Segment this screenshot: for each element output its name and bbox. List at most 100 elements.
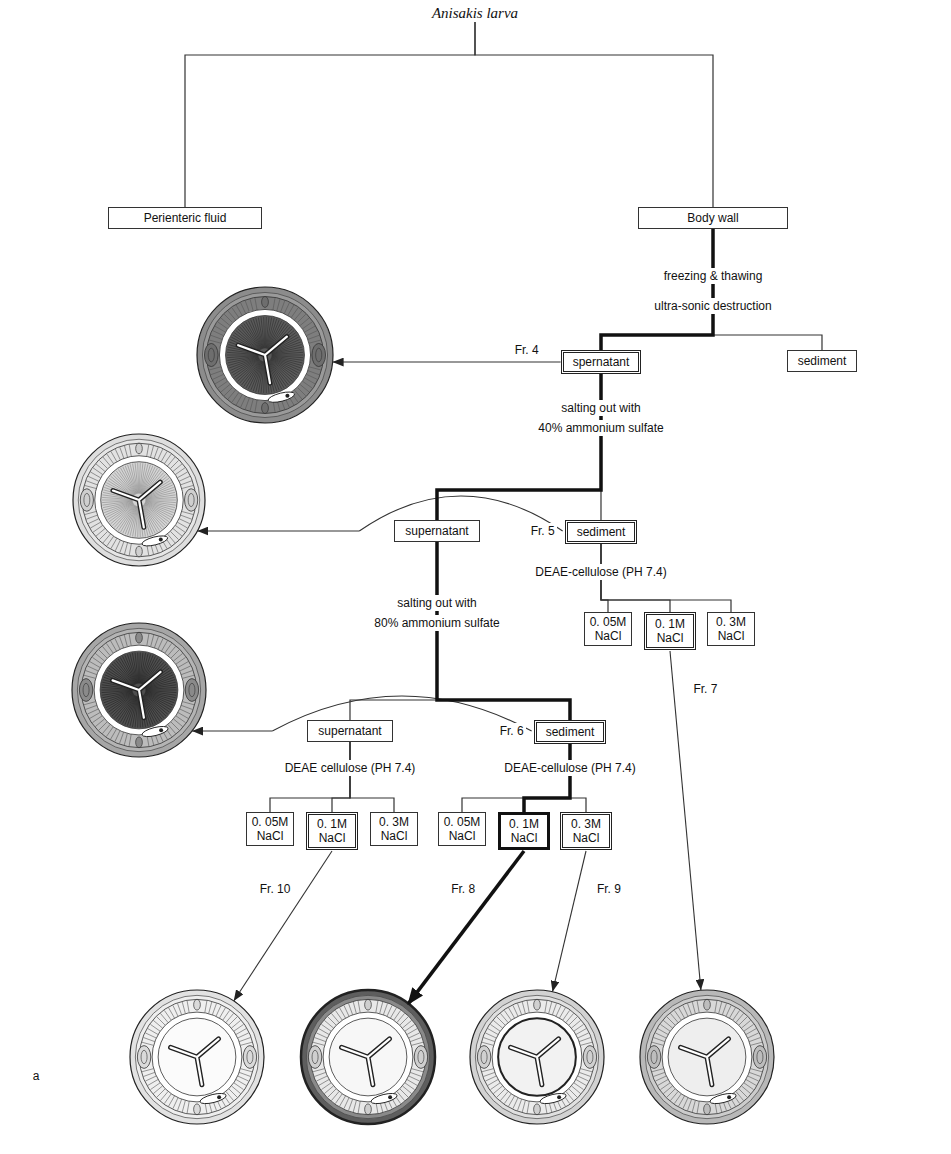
median-cord: [262, 297, 269, 308]
node-text: supernatant: [405, 524, 468, 538]
muscle-cell: [559, 1008, 565, 1018]
fraction-box: 0. 05M NaCl: [246, 812, 294, 846]
muscle-cell: [234, 1024, 244, 1031]
lateral-cord: [312, 343, 326, 366]
esophagus-striation: [121, 468, 136, 494]
node-text: Anisakis larva: [432, 4, 518, 22]
node-text: sediment: [798, 354, 847, 368]
larva-cross-section: [640, 990, 774, 1124]
muscle-cell: [148, 1079, 158, 1085]
muscle-cell: [509, 1096, 515, 1106]
esophagus-striation: [271, 359, 298, 376]
muscle-cell: [147, 634, 149, 646]
bold-fraction-arrow: [408, 851, 524, 1004]
muscle-cell: [483, 1038, 494, 1042]
muscle-cell: [660, 1024, 670, 1031]
muscle-cell: [232, 392, 239, 402]
connector-line: [332, 742, 350, 812]
muscle-layer: [649, 999, 764, 1114]
larva-cross-section: [197, 287, 333, 423]
esophagus-striation: [138, 463, 139, 493]
muscle-cell: [319, 1079, 329, 1085]
muscle-cell: [164, 1094, 171, 1104]
fraction-label: Fr. 10: [258, 881, 293, 897]
muscle-cell: [182, 1002, 185, 1014]
muscle-cell: [736, 1091, 744, 1100]
esophagus-striation: [146, 687, 177, 689]
muscle-cell: [158, 638, 163, 649]
muscle-cell: [349, 1099, 353, 1110]
muscle-cell: [527, 1001, 529, 1013]
muscle-cell: [653, 1072, 664, 1076]
esophageal-lumen: [342, 1039, 390, 1085]
muscle-cell: [744, 1024, 754, 1031]
muscle-cell: [111, 729, 117, 739]
cuticle-inner-layer: [202, 292, 327, 417]
muscle-cell: [353, 1002, 356, 1014]
fraction-box: 0. 1M NaCl: [306, 812, 358, 850]
esophagus-striation: [104, 692, 133, 703]
muscle-cell: [179, 476, 190, 481]
esophagus-striation: [246, 322, 262, 349]
muscle-cell: [90, 472, 100, 478]
lateral-cord: [414, 1046, 427, 1069]
muscle-cell: [213, 331, 224, 336]
cuticle: [197, 287, 333, 423]
muscle-cell: [750, 1042, 762, 1045]
muscle-cell: [215, 326, 226, 332]
esophageal-lumen-wall: [511, 1039, 559, 1085]
muscle-cell: [232, 308, 239, 318]
muscle-cell: [652, 1069, 664, 1072]
lateral-cord-lobe: [188, 493, 194, 506]
muscle-cell: [490, 1024, 500, 1031]
body-cavity: [152, 1012, 242, 1102]
lateral-cord: [79, 679, 92, 702]
muscle-cell: [719, 1002, 722, 1014]
muscle-cell: [294, 390, 302, 399]
fraction-label: Fr. 5: [529, 523, 557, 539]
muscle-cell: [178, 1099, 182, 1110]
muscle-cell: [410, 1038, 421, 1042]
muscle-cell: [234, 1083, 244, 1090]
median-cord: [704, 1104, 711, 1115]
muscle-cell: [154, 636, 158, 647]
esophagus-striation: [145, 693, 172, 707]
esophagus-striation: [102, 691, 132, 697]
muscle-cell: [218, 322, 228, 329]
muscle-cell: [518, 1099, 522, 1110]
excretory-cell: [267, 390, 295, 404]
connector-line: [601, 229, 713, 350]
muscle-cell: [124, 733, 127, 745]
esophageal-lumen: [113, 482, 160, 527]
step-label: salting out with: [559, 400, 642, 416]
esophagus-striation: [227, 356, 258, 360]
muscle-cell: [578, 1076, 589, 1081]
lateral-cord: [204, 343, 218, 366]
muscle-cell: [688, 1003, 692, 1014]
esophagus: [329, 1018, 407, 1096]
muscle-cell: [653, 1038, 664, 1042]
lateral-cord: [583, 1046, 596, 1069]
fraction-label: Fr. 4: [513, 342, 541, 358]
esophagus: [158, 1018, 236, 1096]
step-label: ultra-sonic destruction: [652, 298, 773, 314]
median-cord: [365, 1104, 372, 1115]
muscle-cell: [513, 1005, 518, 1016]
larva-cross-section: [73, 434, 205, 566]
esophagus-striation: [271, 358, 299, 373]
muscle-cell: [107, 536, 114, 546]
muscle-cell: [86, 515, 97, 519]
fraction-label: Fr. 6: [498, 723, 526, 739]
muscle-cell: [169, 1096, 175, 1106]
cuticle-inner-layer: [77, 628, 200, 751]
muscle-cell: [411, 1069, 423, 1072]
body-cavity: [323, 1012, 413, 1102]
muscle-cell: [180, 666, 191, 671]
esophagus-striation: [102, 501, 132, 505]
esophagus-striation: [103, 501, 133, 507]
muscle-cell: [86, 481, 97, 485]
muscle-cell: [211, 371, 223, 375]
esophagus-striation: [229, 357, 258, 368]
muscle-cell: [746, 1079, 756, 1085]
